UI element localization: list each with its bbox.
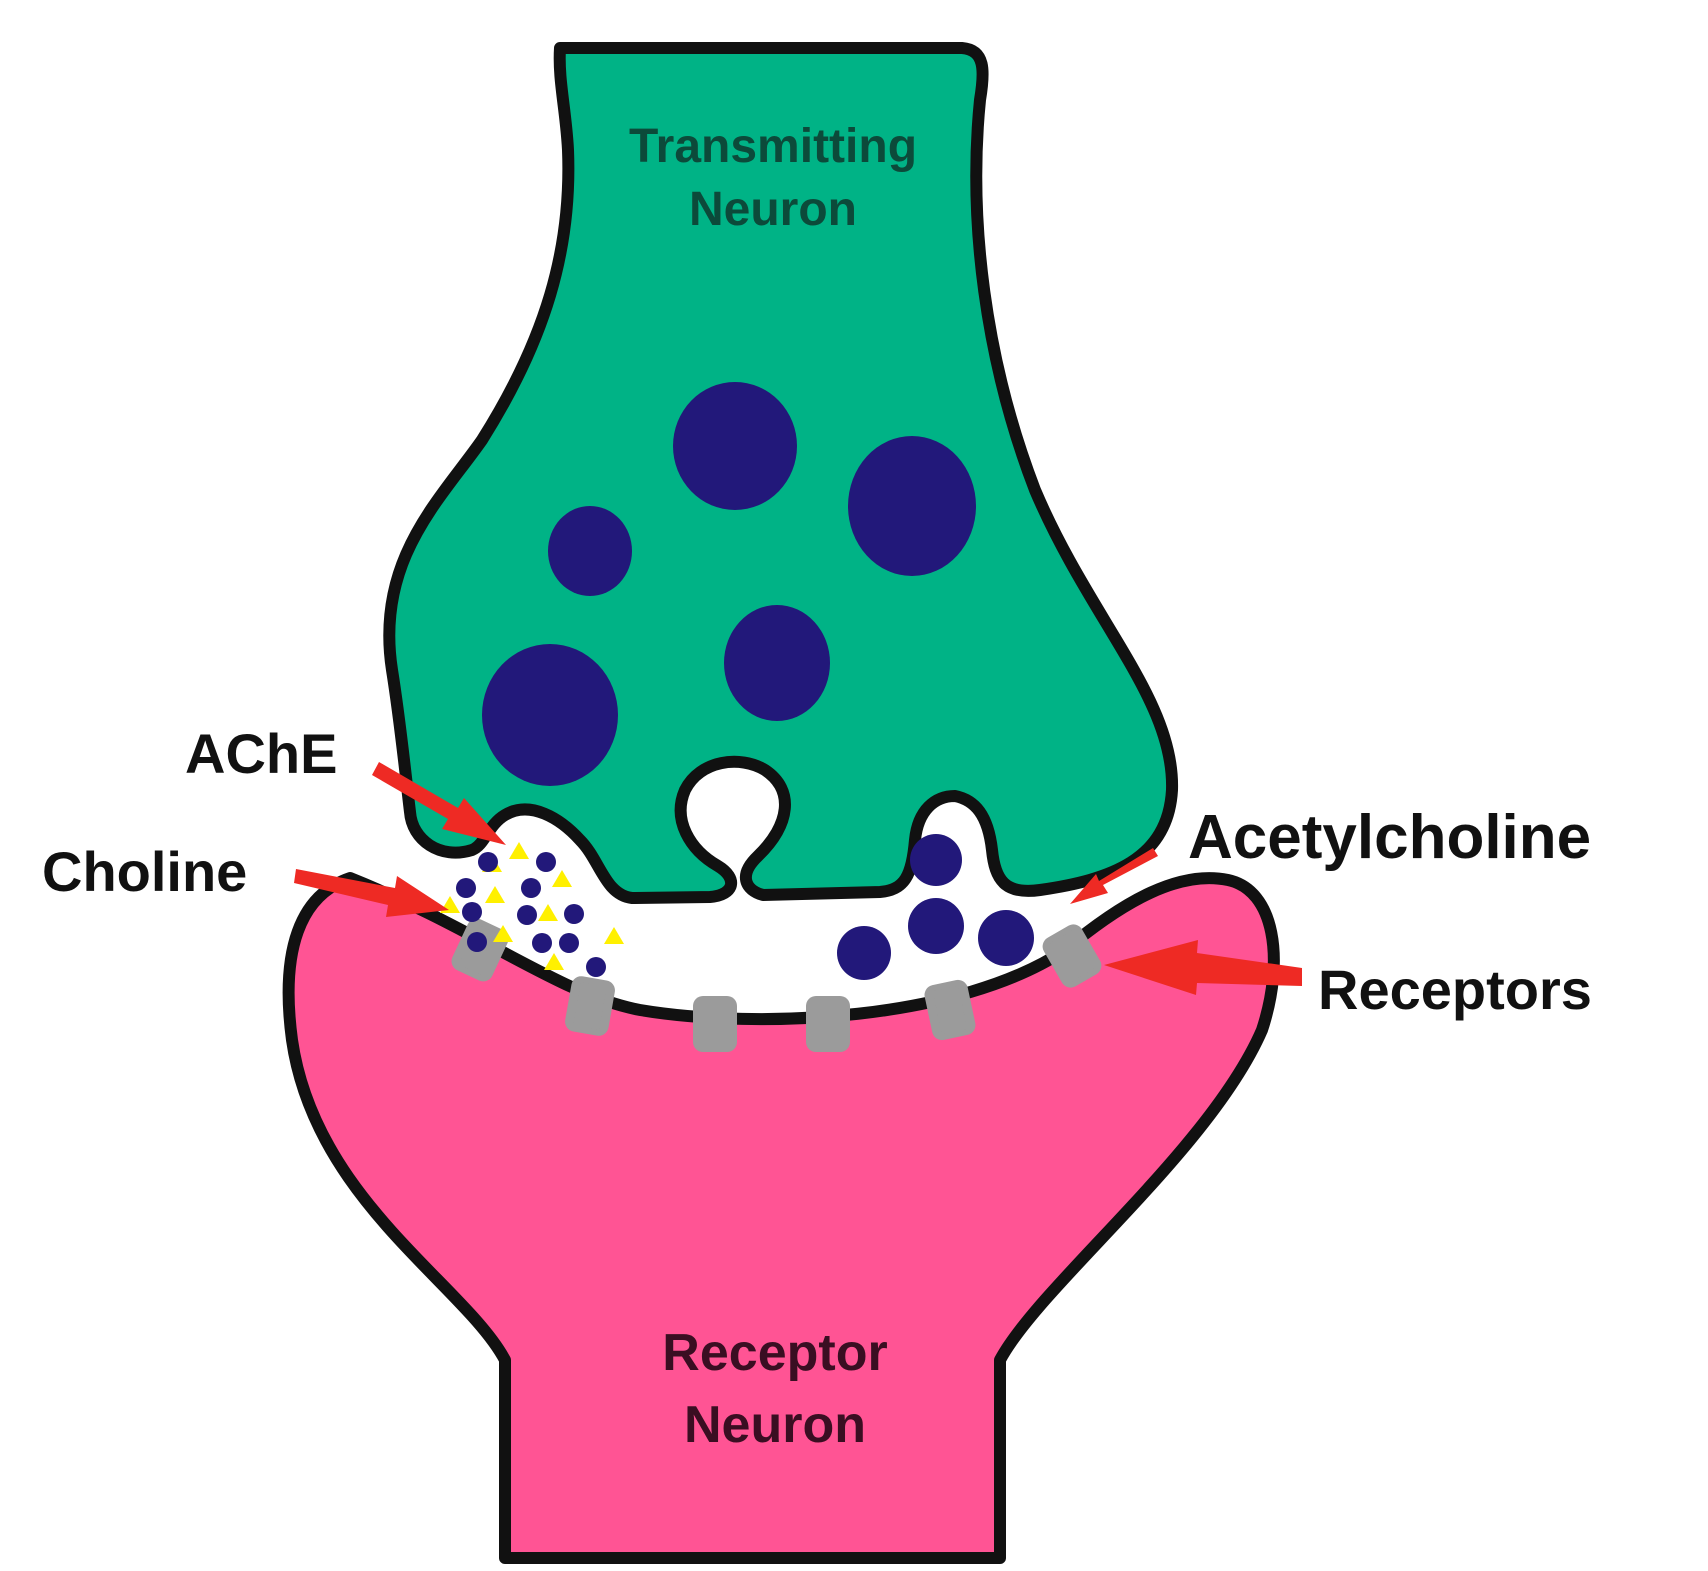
- ache-label: AChE: [185, 722, 337, 785]
- acetylcholine-label: Acetylcholine: [1188, 803, 1591, 872]
- receptor-neuron-label-line1: Receptor: [662, 1324, 887, 1382]
- receptors-label: Receptors: [1318, 958, 1592, 1021]
- acetylcholine-molecule: [837, 926, 891, 980]
- acetylcholine-dot: [467, 932, 487, 952]
- choline-label: Choline: [42, 840, 247, 903]
- acetylcholine-dot: [478, 852, 498, 872]
- acetylcholine-molecules: [837, 834, 1034, 980]
- receptor-protein: [693, 996, 737, 1052]
- acetylcholine-dot: [586, 957, 606, 977]
- choline-molecule: [538, 904, 558, 921]
- acetylcholine-dot: [532, 933, 552, 953]
- choline-molecule: [604, 927, 624, 944]
- transmitting-neuron-label-line2: Neuron: [689, 183, 857, 236]
- vesicle: [548, 506, 632, 596]
- choline-molecule: [493, 925, 513, 942]
- vesicle: [848, 436, 976, 576]
- acetylcholine-dot: [559, 933, 579, 953]
- receptor-protein: [806, 996, 850, 1052]
- vesicle: [724, 605, 830, 721]
- acetylcholine-dot: [456, 878, 476, 898]
- choline-molecule: [552, 870, 572, 887]
- choline-arrow: [294, 869, 449, 917]
- choline-molecule: [544, 953, 564, 970]
- choline-molecule: [485, 886, 505, 903]
- acetylcholine-molecule: [910, 834, 962, 886]
- ache-arrow: [372, 762, 506, 845]
- small-acetylcholine-dots: [456, 852, 606, 977]
- acetylcholine-arrow: [1070, 848, 1158, 904]
- acetylcholine-dot: [536, 852, 556, 872]
- receptor-neuron-label-line2: Neuron: [684, 1396, 866, 1454]
- receptor-neuron: [282, 872, 1280, 1564]
- acetylcholine-dot: [462, 902, 482, 922]
- vesicle: [482, 644, 618, 786]
- vesicles: [482, 382, 976, 786]
- receptors-arrow: [1104, 940, 1302, 995]
- pointer-arrows: [294, 762, 1302, 995]
- acetylcholine-molecule: [908, 898, 964, 954]
- transmitting-neuron-label-line1: Transmitting: [629, 120, 917, 173]
- acetylcholine-dot: [521, 878, 541, 898]
- acetylcholine-dot: [564, 904, 584, 924]
- acetylcholine-dot: [517, 905, 537, 925]
- choline-molecule: [509, 842, 529, 859]
- vesicle: [673, 382, 797, 510]
- acetylcholine-molecule: [978, 910, 1034, 966]
